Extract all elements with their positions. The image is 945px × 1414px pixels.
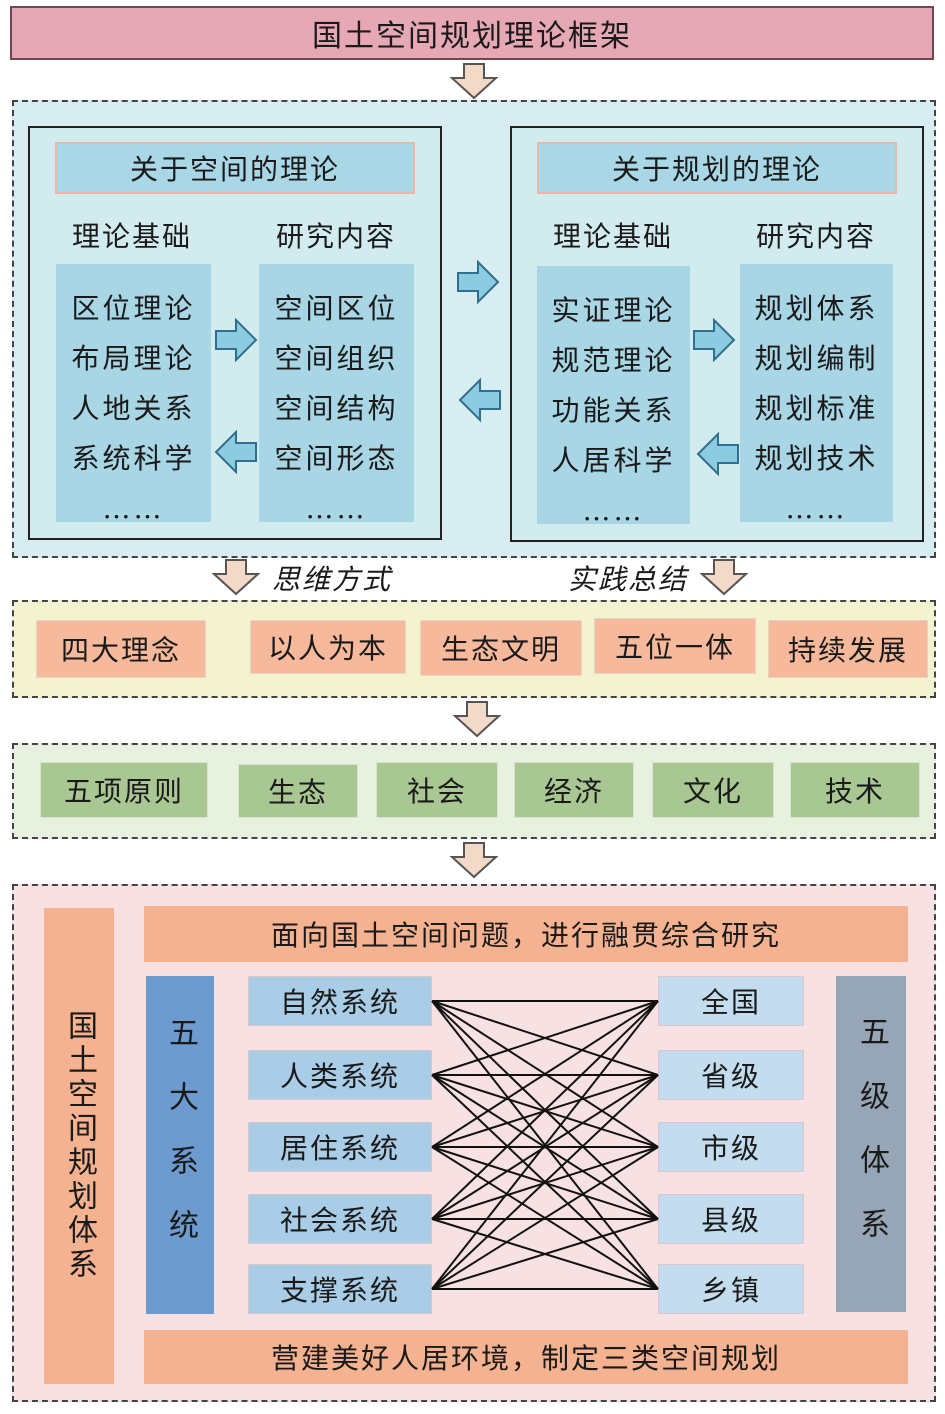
principles-label: 五项原则 <box>40 762 208 818</box>
concepts-label: 四大理念 <box>36 620 206 678</box>
planning-basis-list: 实证理论 规范理论 功能关系 人居科学 …… <box>537 266 690 527</box>
down-arrow-icon <box>701 559 747 595</box>
concept-item: 生态文明 <box>420 620 582 676</box>
five-levels-text: 五级体系 <box>854 1016 889 1272</box>
concept-item: 以人为本 <box>250 620 406 674</box>
five-systems-text: 五大系统 <box>163 1017 198 1273</box>
list-item: 规划体系 <box>754 292 879 325</box>
level-item-county: 县级 <box>658 1194 804 1244</box>
list-item: …… <box>785 492 848 525</box>
level-item-national: 全国 <box>658 976 804 1026</box>
list-item: 空间组织 <box>274 342 399 375</box>
list-item: 人地关系 <box>71 392 196 425</box>
left-arrow-icon <box>215 431 257 473</box>
connector-left-label: 思维方式 <box>272 563 393 596</box>
left-arrow-icon <box>697 433 739 475</box>
five-systems-label: 五大系统 <box>146 976 214 1314</box>
space-content-label: 研究内容 <box>275 220 396 253</box>
list-item: 布局理论 <box>71 342 196 375</box>
system-item-social: 社会系统 <box>248 1194 432 1244</box>
level-item-provincial: 省级 <box>658 1050 804 1100</box>
list-item: 空间形态 <box>274 442 399 475</box>
list-item: 实证理论 <box>551 294 676 327</box>
down-arrow-icon <box>454 701 500 737</box>
left-arrow-icon <box>459 379 501 421</box>
list-item: 空间区位 <box>274 292 399 325</box>
planning-theory-header: 关于规划的理论 <box>537 142 897 194</box>
system-item-residential: 居住系统 <box>248 1122 432 1172</box>
system-item-support: 支撑系统 <box>248 1264 432 1314</box>
list-item: 系统科学 <box>71 442 196 475</box>
planning-basis-label: 理论基础 <box>552 220 673 253</box>
space-theory-header: 关于空间的理论 <box>55 142 415 194</box>
system-level-connections <box>431 1000 659 1290</box>
principle-item: 经济 <box>514 762 634 818</box>
list-item: 人居科学 <box>551 444 676 477</box>
space-basis-label: 理论基础 <box>71 220 192 253</box>
principle-item: 文化 <box>652 762 774 818</box>
principle-item: 社会 <box>376 762 498 818</box>
list-item: 规划编制 <box>754 342 879 375</box>
system-top-bar: 面向国土空间问题，进行融贯综合研究 <box>144 906 908 962</box>
list-item: 区位理论 <box>71 292 196 325</box>
down-arrow-icon <box>451 842 497 878</box>
five-levels-label: 五级体系 <box>836 976 906 1312</box>
right-arrow-icon <box>693 319 735 361</box>
down-arrow-icon <box>451 63 497 99</box>
right-arrow-icon <box>457 261 499 303</box>
planning-content-label: 研究内容 <box>755 220 876 253</box>
list-item: …… <box>102 492 165 525</box>
space-content-list: 空间区位 空间组织 空间结构 空间形态 …… <box>259 264 414 525</box>
list-item: 功能关系 <box>551 394 676 427</box>
page-title: 国土空间规划理论框架 <box>10 6 934 60</box>
list-item: 规范理论 <box>551 344 676 377</box>
connector-right-label: 实践总结 <box>568 563 689 596</box>
list-item: 空间结构 <box>274 392 399 425</box>
level-item-township: 乡镇 <box>658 1264 804 1314</box>
principle-item: 生态 <box>238 764 358 818</box>
concept-item: 持续发展 <box>768 620 928 678</box>
list-item: 规划技术 <box>754 442 879 475</box>
planning-content-list: 规划体系 规划编制 规划标准 规划技术 …… <box>740 264 893 525</box>
principle-item: 技术 <box>790 762 920 818</box>
level-item-city: 市级 <box>658 1122 804 1172</box>
system-item-human: 人类系统 <box>248 1050 432 1100</box>
space-basis-list: 区位理论 布局理论 人地关系 系统科学 …… <box>56 264 211 525</box>
down-arrow-icon <box>213 559 259 595</box>
system-item-natural: 自然系统 <box>248 976 432 1026</box>
system-bottom-bar: 营建美好人居环境，制定三类空间规划 <box>144 1330 908 1384</box>
right-arrow-icon <box>215 319 257 361</box>
concept-item: 五位一体 <box>594 618 756 674</box>
list-item: …… <box>582 494 645 527</box>
system-side-label: 国土空间规划体系 <box>44 908 114 1384</box>
side-label-text: 国土空间规划体系 <box>62 1010 97 1282</box>
list-item: 规划标准 <box>754 392 879 425</box>
list-item: …… <box>305 492 368 525</box>
